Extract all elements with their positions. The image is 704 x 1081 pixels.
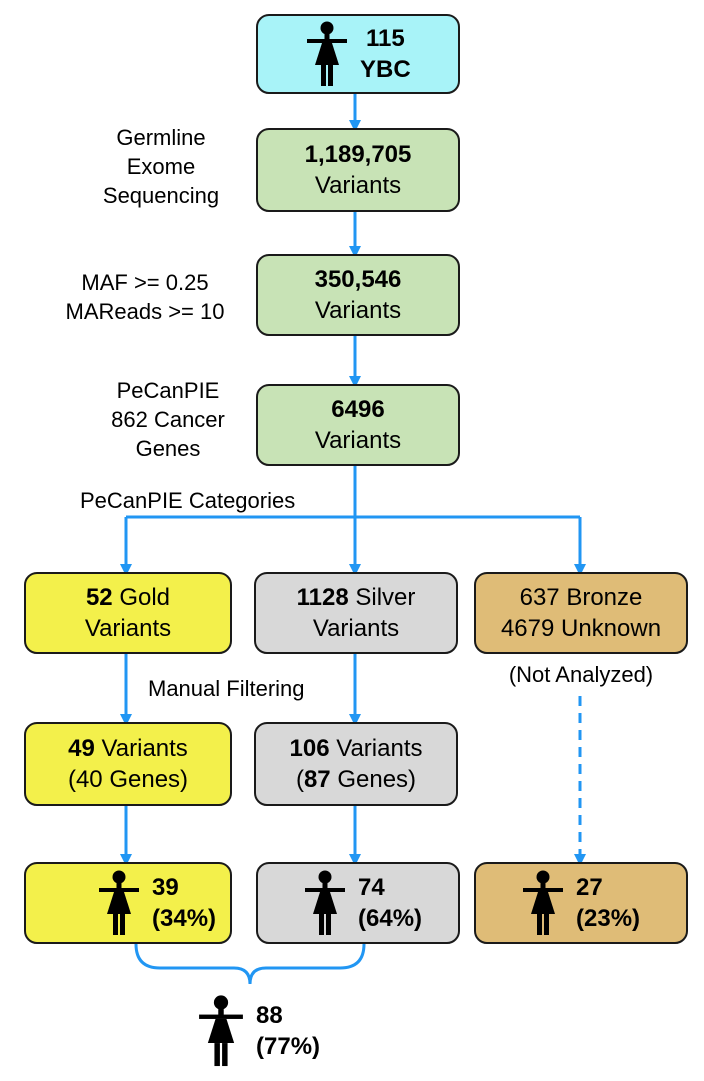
gold-category-box: 52 Gold Variants bbox=[24, 572, 232, 654]
exome-variants-box: 1,189,705 Variants bbox=[256, 128, 460, 212]
bronze-patients-box: 27 (23%) bbox=[474, 862, 688, 944]
maf-variants-box: 350,546 Variants bbox=[256, 254, 460, 336]
bracket-gold-silver bbox=[134, 943, 366, 985]
person-icon bbox=[305, 870, 345, 935]
gold-filtered-genes: (40 Genes) bbox=[67, 766, 189, 793]
gold-patient-pct: (34%) bbox=[152, 905, 217, 932]
person-icon bbox=[199, 995, 243, 1067]
maf-variant-count: 350,546 bbox=[314, 266, 402, 293]
person-icon bbox=[307, 21, 347, 86]
gold-filtered-box: 49 Variants (40 Genes) bbox=[24, 722, 232, 806]
silver-unit: Variants bbox=[312, 615, 400, 642]
silver-name: Silver bbox=[355, 584, 416, 611]
silver-filtered-gene-count: 87 bbox=[303, 766, 331, 793]
gold-patient-count: 39 bbox=[152, 874, 179, 901]
gold-count: 52 bbox=[85, 584, 113, 611]
unknown-line: 4679 Unknown bbox=[500, 615, 662, 642]
pecanpie-variant-count: 6496 bbox=[331, 396, 385, 423]
person-icon bbox=[99, 870, 139, 935]
gold-unit: Variants bbox=[84, 615, 172, 642]
gold-patients-box: 39 (34%) bbox=[24, 862, 232, 944]
total-patient-pct: (77%) bbox=[256, 1033, 321, 1060]
step-label-pecanpie: PeCanPIE 862 Cancer Genes bbox=[111, 378, 225, 461]
silver-filtered-variant-count: 106 bbox=[289, 735, 330, 762]
pecanpie-variant-unit: Variants bbox=[314, 427, 402, 454]
gold-name: Gold bbox=[119, 584, 171, 611]
bronze-patient-pct: (23%) bbox=[576, 905, 641, 932]
silver-patients-box: 74 (64%) bbox=[256, 862, 460, 944]
silver-category-box: 1128 Silver Variants bbox=[254, 572, 458, 654]
ybc-box: 115 YBC bbox=[256, 14, 460, 94]
total-patients: 88 (77%) bbox=[198, 994, 320, 1068]
silver-filtered-box: 106 Variants (87 Genes) bbox=[254, 722, 458, 806]
maf-variant-unit: Variants bbox=[314, 297, 402, 324]
pecanpie-variants-box: 6496 Variants bbox=[256, 384, 460, 466]
total-patient-count: 88 bbox=[256, 1002, 283, 1029]
gold-filtered-variant-count: 49 bbox=[68, 735, 95, 762]
step-label-maf: MAF >= 0.25 MAReads >= 10 bbox=[65, 270, 225, 324]
bronze-line: 637 Bronze bbox=[519, 584, 643, 611]
bronze-unknown-box: 637 Bronze 4679 Unknown bbox=[474, 572, 688, 654]
silver-count: 1128 bbox=[296, 584, 349, 611]
manual-filtering-label: Manual Filtering bbox=[148, 676, 305, 701]
person-icon bbox=[523, 870, 563, 935]
step-label-germline: Germline Exome Sequencing bbox=[102, 125, 220, 208]
ybc-count: 115 bbox=[365, 25, 405, 52]
categories-label: PeCanPIE Categories bbox=[80, 488, 296, 513]
ybc-label: YBC bbox=[360, 56, 411, 83]
bronze-patient-count: 27 bbox=[576, 874, 603, 901]
silver-patient-pct: (64%) bbox=[358, 905, 423, 932]
exome-variant-unit: Variants bbox=[314, 172, 402, 199]
exome-variant-count: 1,189,705 bbox=[304, 141, 412, 168]
not-analyzed-label: (Not Analyzed) bbox=[508, 662, 654, 687]
silver-patient-count: 74 bbox=[358, 874, 385, 901]
